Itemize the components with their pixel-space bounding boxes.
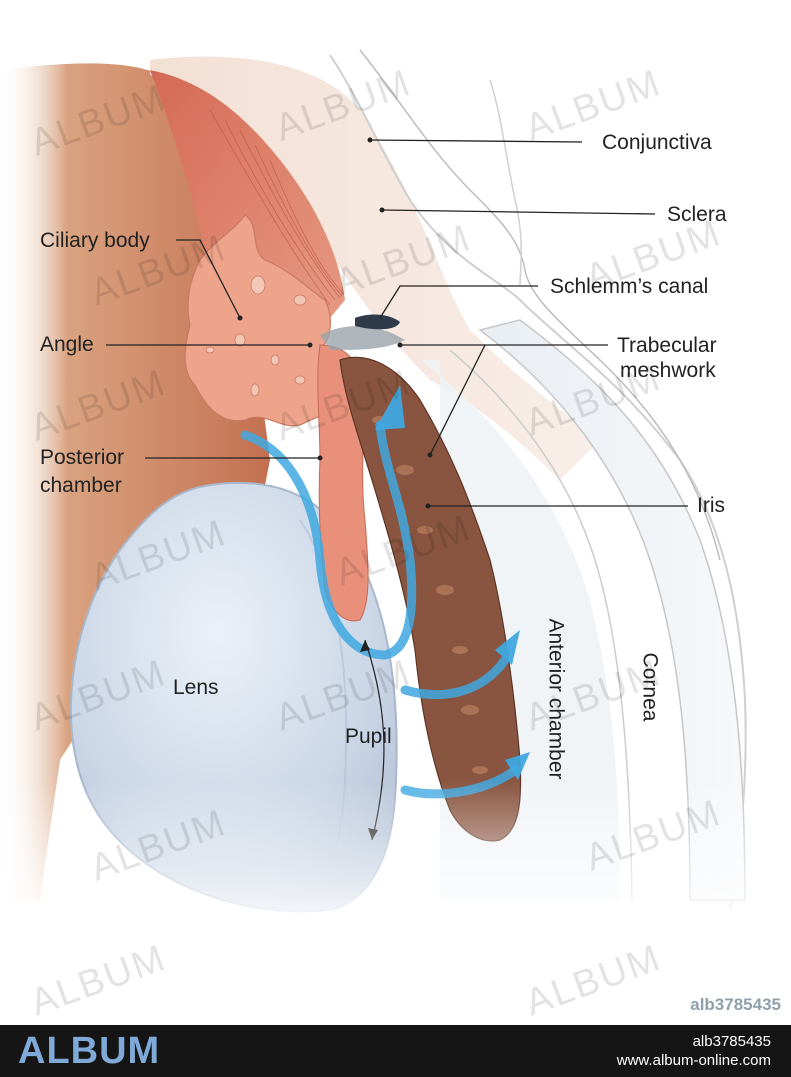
label-anterior-chamber: Anterior chamber	[544, 618, 568, 780]
footer-url-link[interactable]: www.album-online.com	[616, 1052, 771, 1069]
schlemms-canal-shape	[355, 314, 400, 330]
label-posterior: Posterior	[40, 446, 125, 469]
label-sclera: Sclera	[667, 203, 727, 226]
label-lens: Lens	[173, 676, 219, 699]
label-angle: Angle	[40, 333, 94, 356]
label-ciliary-body: Ciliary body	[40, 229, 150, 252]
album-logo[interactable]: ALBUM	[18, 1030, 161, 1072]
footer-bar: ALBUM alb3785435 www.album-online.com	[0, 1025, 791, 1077]
leader-conjunctiva	[369, 139, 583, 143]
eye-illustration	[0, 49, 791, 940]
conjunctiva-layer	[329, 54, 747, 911]
leader-sclera	[381, 209, 656, 215]
footer-image-id: alb3785435	[692, 1033, 771, 1050]
label-conjunctiva: Conjunctiva	[602, 131, 712, 154]
label-pupil: Pupil	[345, 725, 392, 748]
leader-schlemms-canal	[379, 285, 538, 319]
label-iris: Iris	[697, 494, 725, 517]
leader-ciliary-body	[176, 239, 241, 319]
label-trabecular: Trabecular	[617, 334, 717, 357]
trabecular-meshwork	[320, 325, 405, 350]
label-chamber: chamber	[40, 474, 122, 497]
ciliary-muscle	[150, 70, 345, 330]
label-schlemms-canal: Schlemm’s canal	[550, 275, 709, 298]
sclera-band	[150, 56, 600, 480]
label-cornea: Cornea	[638, 652, 662, 722]
stock-id: alb3785435	[690, 995, 781, 1014]
label-meshwork: meshwork	[620, 359, 716, 382]
